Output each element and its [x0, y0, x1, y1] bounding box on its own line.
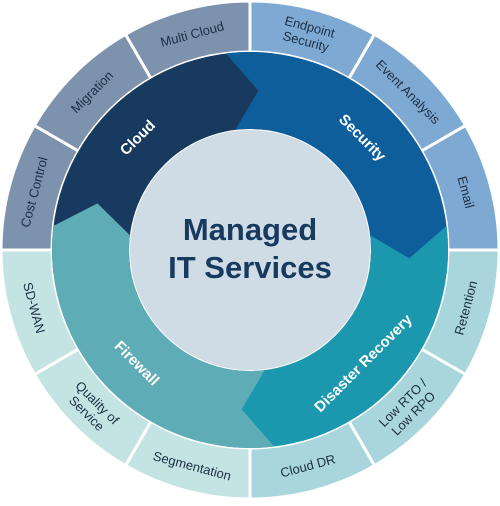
center-title-line-1: Managed — [183, 212, 317, 247]
center-title-line-2: IT Services — [168, 250, 332, 285]
center-circle-group: Managed IT Services — [130, 130, 370, 370]
category-segment-security — [225, 51, 448, 297]
category-segment-firewall — [52, 203, 275, 448]
center-circle — [130, 130, 370, 370]
category-segment-disaster-recovery — [203, 225, 448, 449]
category-segment-cloud — [51, 51, 297, 275]
